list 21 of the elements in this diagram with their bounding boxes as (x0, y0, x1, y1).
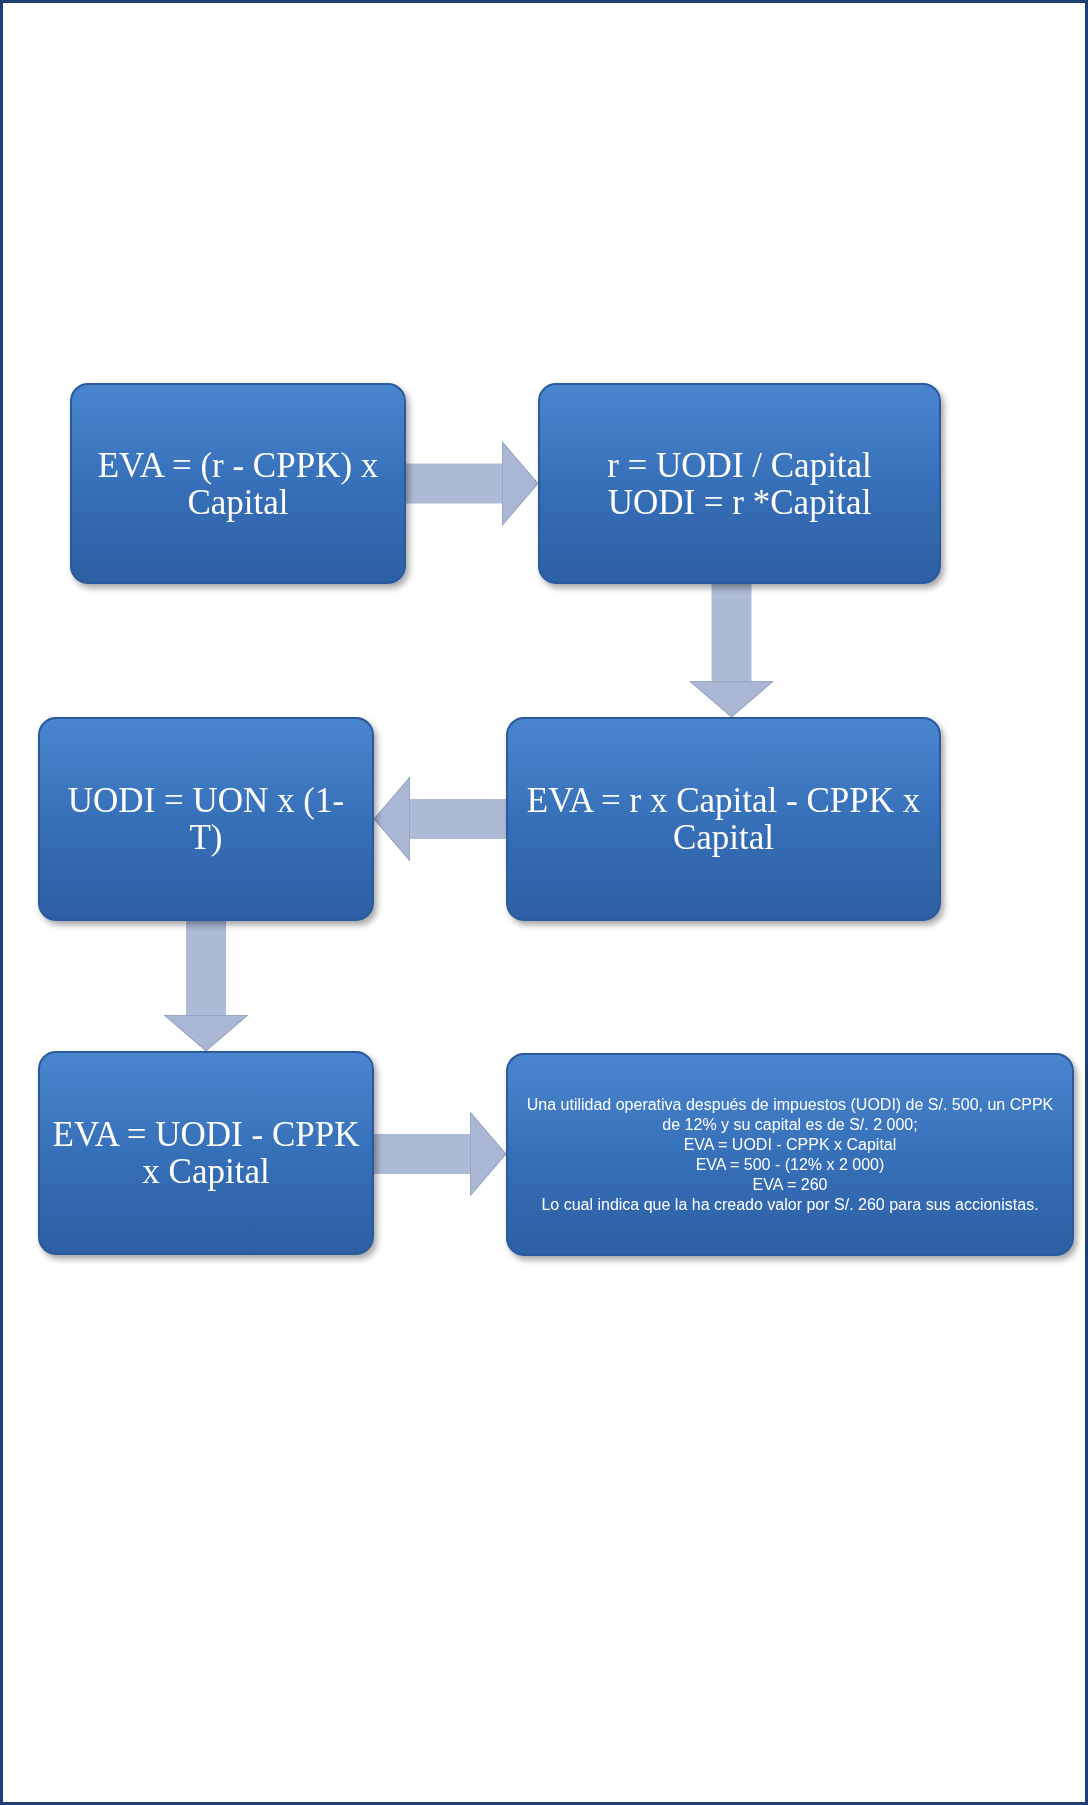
formula-text: UODI = UON x (1-T) (66, 782, 346, 856)
formula-text: Una utilidad operativa después de impuestos (UODI) de S/. 500, un CPPK de 12% y su capital es de S/. 2 000; (525, 1094, 1055, 1135)
process-box (506, 717, 941, 921)
formula-text: Lo cual indica que la ha creado valor por S/. 260 para sus accionistas. (541, 1194, 1039, 1215)
block-arrow (406, 441, 539, 526)
block-arrow (373, 776, 506, 862)
formula-text: EVA = 500 - (12% x 2 000) (695, 1154, 885, 1175)
block-arrow (163, 921, 249, 1052)
formula-text: EVA = r x Capital - CPPK x Capital (525, 782, 922, 856)
formula-text: r = UODI / Capital (607, 446, 872, 484)
process-box (538, 383, 941, 584)
process-box (506, 1053, 1074, 1256)
block-arrow (689, 584, 774, 718)
formula-text: EVA = 260 (752, 1174, 828, 1195)
formula-text: EVA = (r - CPPK) x Capital (96, 446, 380, 521)
block-arrow (374, 1111, 507, 1197)
process-box (70, 383, 406, 584)
process-box (38, 1051, 374, 1255)
formula-text: EVA = UODI - CPPK x Capital (683, 1134, 897, 1155)
process-box (38, 717, 374, 921)
formula-text: EVA = UODI - CPPK x Capital (52, 1116, 360, 1190)
